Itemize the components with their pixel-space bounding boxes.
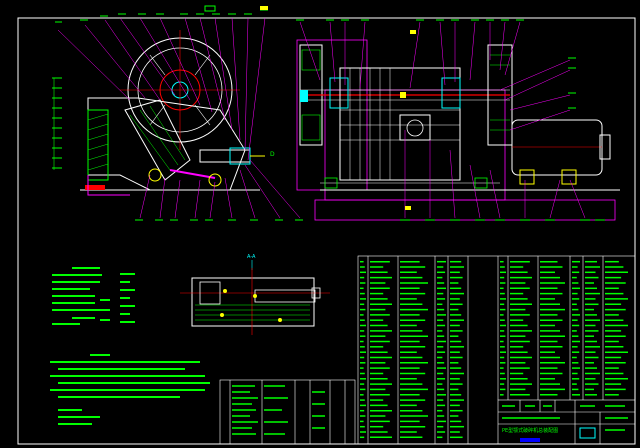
- spec-list: [52, 267, 135, 325]
- bom-lower-table: [219, 379, 356, 445]
- crusher-body-front: [339, 67, 461, 181]
- title-block: [497, 399, 636, 445]
- crusher-frame: [87, 97, 246, 191]
- side-view-leaders: [57, 17, 301, 219]
- side-view-callouts: [52, 9, 303, 221]
- toggle-plate: [169, 169, 216, 179]
- side-view: D: [80, 30, 275, 196]
- front-view-callouts: [296, 19, 605, 221]
- parts-table-rows: [360, 260, 628, 439]
- moving-jaw: [124, 99, 191, 181]
- front-view-leaders: [299, 21, 586, 219]
- bom-lower-rows: [232, 385, 325, 435]
- fixed-jaw-plate: [87, 109, 109, 181]
- parts-table-grid: [357, 255, 636, 445]
- technical-notes: [50, 354, 210, 425]
- section-label: A-A: [247, 254, 256, 260]
- right-pulley-section: [487, 44, 513, 146]
- electric-motor: [511, 119, 603, 176]
- section-a-a: A-A: [180, 254, 330, 335]
- front-view: [296, 39, 620, 221]
- title-block-name: PE型颚式破碎机总装配图: [502, 427, 558, 434]
- view-marker: D: [270, 151, 275, 158]
